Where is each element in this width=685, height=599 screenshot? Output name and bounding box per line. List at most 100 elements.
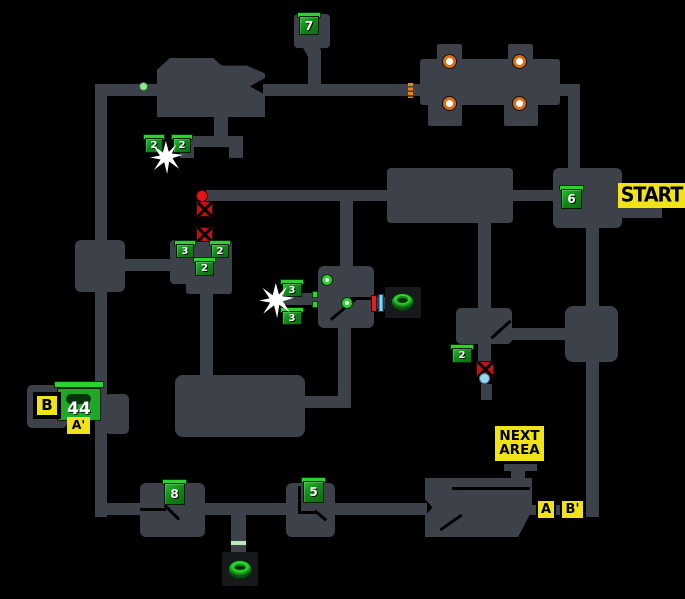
crate-body [164,483,185,505]
crate-count: 2 [216,245,224,257]
portal-a-prime-label: A' [67,417,90,434]
next-area-label: NEXT AREA [492,423,547,464]
crate-count: 2 [201,263,208,274]
rivet-icon [513,97,526,110]
corridor [206,190,387,201]
crate-body [195,261,214,276]
room-wall-detail [298,511,318,514]
crate-body [173,138,191,153]
item-crate: 2 [171,134,193,153]
crate-body [299,16,319,35]
room-rivet-depot [420,59,560,105]
chest-counter: 44 [67,399,91,419]
crate-count: 8 [170,487,179,501]
rivet-icon [443,97,456,110]
corridor [333,503,427,515]
room-wall-detail [298,486,301,514]
corridor [200,290,213,377]
crate-count: 5 [309,485,318,499]
door-blue-icon [378,294,384,312]
corridor [481,384,492,400]
room-rivet-depot-stub [504,103,538,126]
item-crate: 2 [193,257,216,276]
item-crate: 5 [301,477,326,503]
item-crate: 3 [280,279,304,297]
corridor [95,84,107,517]
portal-a-text: A [540,502,552,517]
portal-b-prime-text: B' [565,502,580,517]
chest-platform-right [105,394,129,434]
room-west-junction [75,240,125,292]
corridor [303,396,341,408]
blue-dot-icon [479,373,490,384]
room-rivet-depot-stub [428,103,462,126]
item-chest: 44 [54,381,104,421]
corridor [263,84,421,96]
crate-body [282,311,302,325]
lock-door-icon [196,201,213,217]
corridor [214,113,228,140]
room-crate-cache-ext [186,278,232,294]
room-wall-detail [452,487,530,490]
corridor [530,505,539,515]
room-wall-detail [351,297,374,300]
rivet-icon [513,55,526,68]
crate-count: 2 [178,140,186,151]
room-lower-hall [175,375,305,437]
crate-count: 3 [181,245,189,257]
room-center-hall [387,168,513,223]
room-east-junction [565,306,618,362]
corridor [586,362,599,517]
start-label-text: START [620,183,684,207]
item-crate: 7 [297,12,321,35]
crate-count: 2 [150,140,158,151]
next-area-line1: NEXT [499,428,540,444]
corridor [340,196,353,270]
corridor [478,342,491,364]
crate-body [176,244,194,258]
crate-count: 6 [567,192,576,206]
start-label: START [618,183,685,208]
corridor [203,503,290,515]
crate-count: 3 [288,312,296,324]
item-crate: 3 [280,307,304,325]
portal-b-text: B [41,396,53,414]
crate-body [303,481,324,503]
door-green-icon [312,291,318,298]
room-top-left [157,58,265,117]
corridor [308,50,321,92]
crate-count: 3 [288,284,296,296]
portal-a-label: A [536,499,556,520]
corridor [555,505,563,515]
next-area-line2: AREA [499,441,540,458]
item-crate: 2 [143,134,165,153]
portal-b-label: B [33,392,61,419]
corridor [504,461,537,471]
crate-body [211,244,229,258]
corridor [231,512,246,552]
save-ring-icon [322,275,332,285]
crate-body [145,138,163,153]
corridor [478,223,491,313]
corridor [180,136,243,147]
green-dot-icon [139,82,148,91]
corridor [95,503,142,515]
corridor [123,259,172,271]
crate-body [452,348,472,363]
crate-count: 2 [458,350,466,361]
corridor [338,328,351,408]
corridor [568,84,580,172]
lock-door-icon [196,227,213,242]
item-crate: 3 [174,240,196,258]
corridor [586,226,599,310]
elevator-icon [229,561,251,578]
crate-body [561,189,582,209]
item-crate: 6 [559,185,584,209]
elevator-icon [392,294,413,310]
door-green-icon [312,301,318,308]
rivet-icon [443,55,456,68]
corridor [513,190,555,201]
item-crate: 2 [209,240,231,258]
portal-a-prime-text: A' [71,417,86,433]
